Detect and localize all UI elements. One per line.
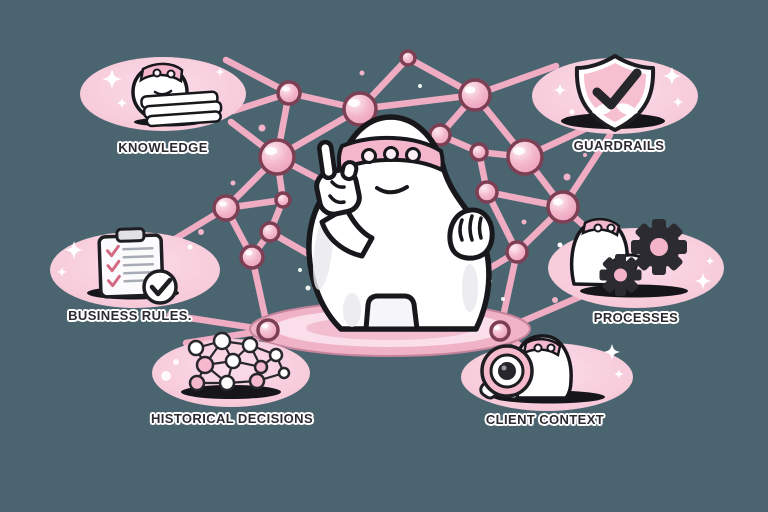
mascot-smile — [375, 185, 409, 195]
label-historical-decisions: HISTORICAL DECISIONS — [150, 411, 314, 426]
gear-large — [631, 219, 687, 275]
label-knowledge: KNOWLEDGE — [118, 140, 208, 155]
speckle-dots — [198, 70, 587, 306]
label-client-context: CLIENT CONTEXT — [485, 412, 605, 427]
network-graph-icon — [181, 331, 291, 399]
label-business-rules: BUSINESS RULES. — [68, 308, 192, 323]
bubble-historical-decisions — [152, 331, 310, 407]
mascot-shading — [312, 214, 478, 327]
node-highlights — [219, 86, 563, 330]
gear-small — [599, 254, 642, 296]
label-processes: PROCESSES — [593, 310, 679, 325]
bubble-business-rules — [50, 227, 220, 308]
bubble-guardrails — [532, 54, 698, 134]
clipboard-checklist-icon — [87, 227, 179, 305]
mascot-with-magnifier-icon — [479, 334, 605, 404]
mascot-raising-finger — [306, 114, 495, 332]
mascot-holding-papers-icon — [131, 62, 223, 128]
mascot-right-fist — [447, 207, 495, 261]
mascot-with-gears-icon — [570, 217, 688, 298]
bubble-processes — [548, 217, 724, 308]
bubble-client-context — [461, 334, 633, 411]
bubble-knowledge — [80, 57, 246, 131]
mascot-leg-notch — [363, 293, 420, 332]
mascot-raised-arm — [314, 139, 375, 259]
shield-check-icon — [561, 54, 665, 132]
label-guardrails: GUARDRAILS — [573, 138, 665, 153]
